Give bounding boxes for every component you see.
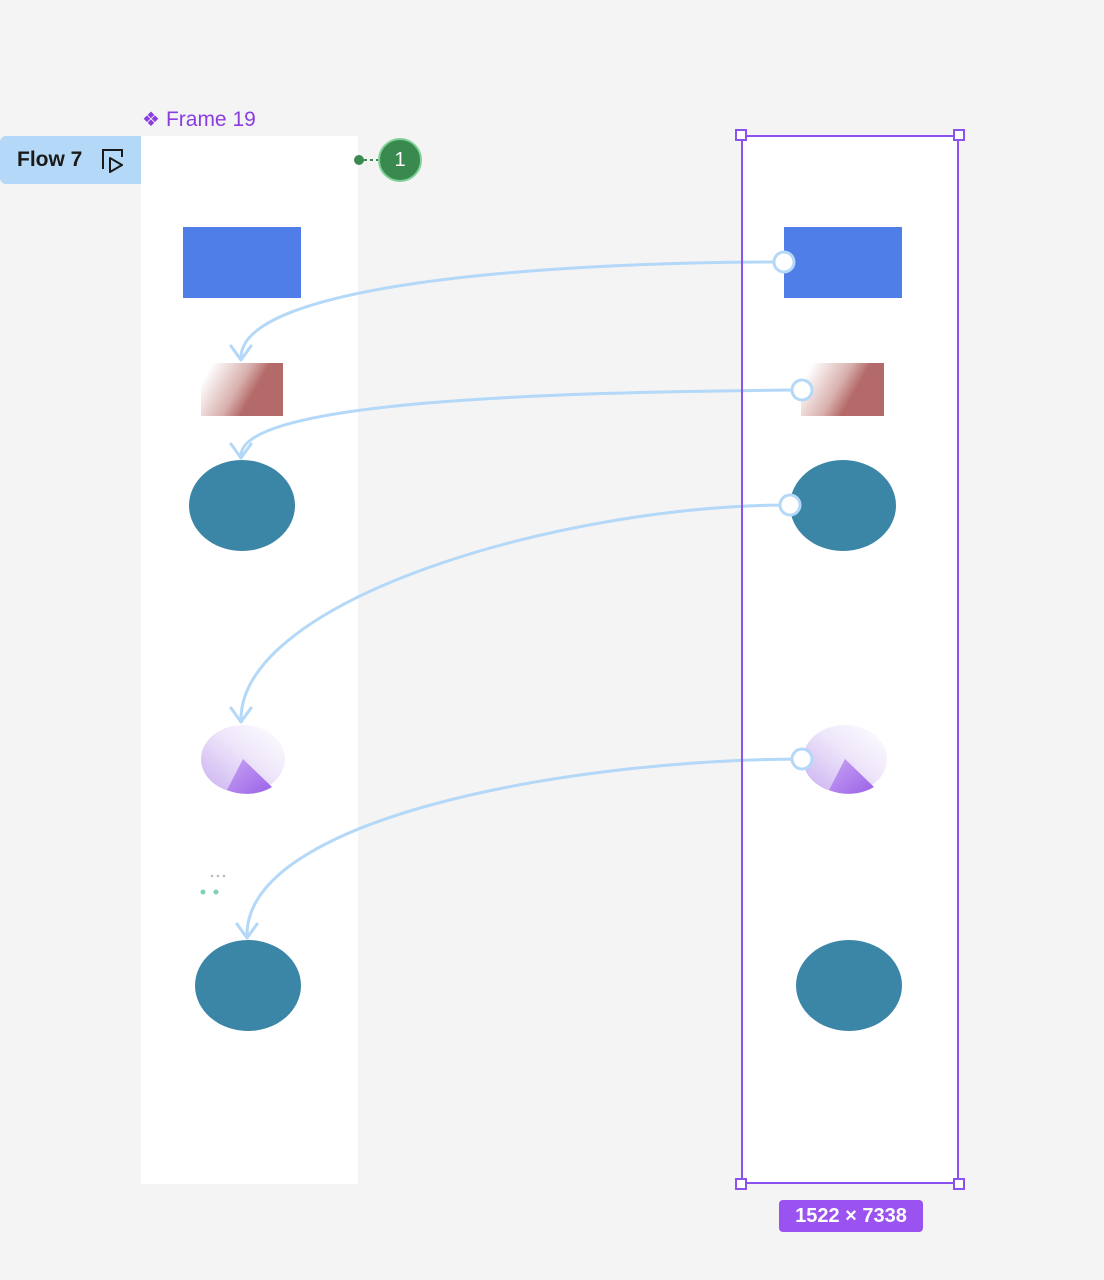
flow-start-number: 1 bbox=[394, 148, 406, 171]
left-blue-rect[interactable] bbox=[183, 227, 301, 298]
flow-start-badge[interactable]: 1 bbox=[378, 138, 422, 182]
left-ellipse-bottom[interactable] bbox=[195, 940, 301, 1031]
left-gradient-rect[interactable] bbox=[201, 363, 283, 416]
play-frame-icon[interactable] bbox=[100, 147, 126, 173]
right-gradient-rect[interactable] bbox=[801, 363, 884, 416]
resize-handle-bottom-right[interactable] bbox=[953, 1178, 965, 1190]
resize-handle-bottom-left[interactable] bbox=[735, 1178, 747, 1190]
right-blue-rect[interactable] bbox=[784, 227, 902, 298]
component-icon: ❖ bbox=[142, 109, 160, 131]
resize-handle-top-right[interactable] bbox=[953, 129, 965, 141]
frame-name: Frame 19 bbox=[165, 108, 256, 131]
resize-handle-top-left[interactable] bbox=[735, 129, 747, 141]
left-ellipse-top[interactable] bbox=[189, 460, 295, 551]
flow-starting-point-chip[interactable]: Flow 7 bbox=[0, 136, 141, 184]
selection-size-badge: 1522 × 7338 bbox=[779, 1200, 923, 1232]
flow-label: Flow 7 bbox=[17, 148, 83, 171]
right-ellipse-top[interactable] bbox=[790, 460, 896, 551]
right-pie[interactable] bbox=[803, 725, 887, 794]
frame-label[interactable]: ❖ Frame 19 bbox=[142, 107, 256, 133]
right-ellipse-bottom[interactable] bbox=[796, 940, 902, 1031]
